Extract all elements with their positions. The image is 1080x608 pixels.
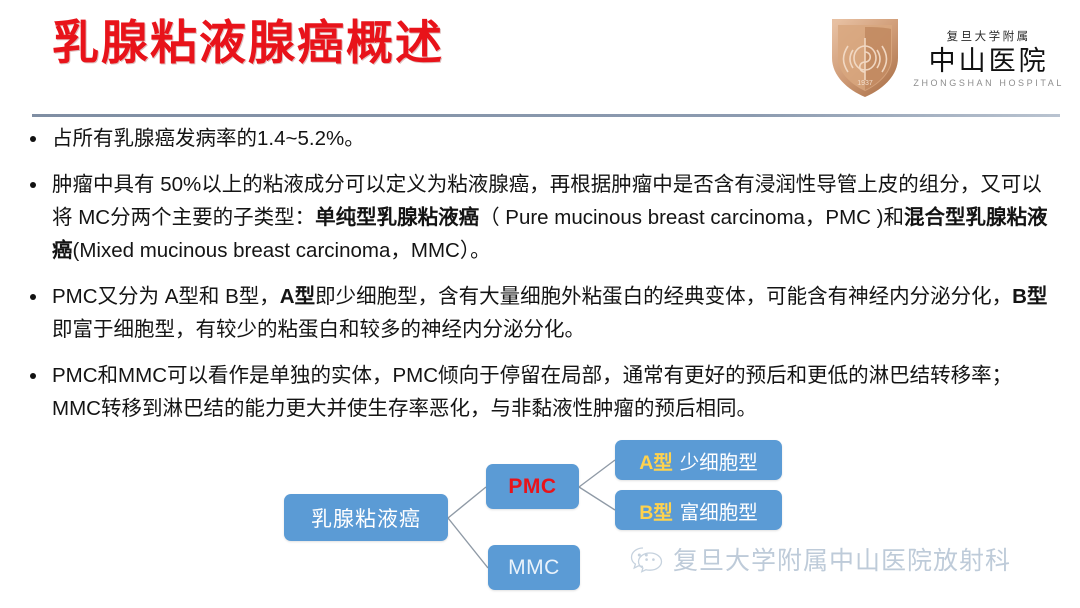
header-divider — [32, 114, 1060, 117]
logo-wordmark: 复旦大学附属 中山医院 ZHONGSHAN HOSPITAL — [913, 26, 1064, 89]
diagram-connectors — [447, 459, 616, 569]
shield-year-label: 1937 — [858, 80, 874, 87]
text-run-0: PMC和MMC可以看作是单独的实体，PMC倾向于停留在局部，通常有更好的预后和更… — [52, 364, 1013, 420]
text-run-2: （ Pure mucinous breast carcinoma，PMC )和 — [479, 206, 905, 229]
text-run-0: 肿瘤中具有 50%以上的粘液成分可以定义为粘液腺癌，再根据肿瘤中是否含有浸润性导… — [52, 173, 1042, 229]
shield-emblem-icon: 1937 — [828, 14, 902, 100]
diagram-node-root[interactable]: 乳腺粘液癌 — [284, 494, 448, 541]
diagram-node-mmc-label: MMC — [508, 555, 560, 579]
diagram-node-type-b[interactable]: B型 富细胞型 — [615, 490, 782, 530]
bullet-list: 占所有乳腺癌发病率的1.4~5.2%。 肿瘤中具有 50%以上的粘液成分可以定义… — [24, 122, 1059, 438]
diagram-node-type-b-label: 富细胞型 — [679, 501, 758, 524]
bullet-incidence: 占所有乳腺癌发病率的1.4~5.2%。 — [24, 122, 1059, 155]
bullet-definition: 肿瘤中具有 50%以上的粘液成分可以定义为粘液腺癌，再根据肿瘤中是否含有浸润性导… — [24, 168, 1059, 267]
logo-name-en: ZHONGSHAN HOSPITAL — [913, 78, 1064, 89]
diagram-node-type-a-label: 少细胞型 — [679, 451, 758, 474]
page-title: 乳腺粘液腺癌概述 — [52, 16, 444, 69]
hospital-logo: 1937 复旦大学附属 中山医院 ZHONGSHAN HOSPITAL — [828, 14, 1064, 100]
text-run-0: PMC又分为 A型和 B型， — [52, 285, 280, 308]
wechat-icon — [630, 545, 664, 573]
diagram-node-type-b-tag: B型 — [639, 501, 673, 524]
diagram-node-mmc[interactable]: MMC — [488, 545, 580, 590]
text-run-4: (Mixed mucinous breast carcinoma，MMC）。 — [72, 239, 491, 262]
text-run-4: 即富于细胞型，有较少的粘蛋白和较多的神经内分泌分化。 — [52, 318, 585, 341]
wechat-watermark: 复旦大学附属中山医院放射科 — [630, 541, 1011, 577]
diagram-node-type-a[interactable]: A型 少细胞型 — [615, 440, 782, 480]
classification-diagram: 乳腺粘液癌 PMC MMC A型 少细胞型 B型 富细胞型 — [280, 432, 810, 604]
diagram-node-pmc[interactable]: PMC — [486, 464, 579, 509]
text-run-1: A型 — [279, 285, 316, 308]
logo-name: 中山医院 — [928, 46, 1049, 77]
text-run-0: 占所有乳腺癌发病率的1.4~5.2%。 — [52, 127, 365, 150]
text-run-2: 即少细胞型，含有大量细胞外粘蛋白的经典变体，可能含有神经内分泌分化， — [315, 285, 1013, 308]
diagram-node-type-a-tag: A型 — [639, 451, 673, 474]
bullet-subtypes: PMC又分为 A型和 B型，A型即少细胞型，含有大量细胞外粘蛋白的经典变体，可能… — [24, 280, 1059, 346]
text-run-3: 混合型乳腺粘液癌 — [52, 206, 1048, 262]
text-run-1: 单纯型乳腺粘液癌 — [315, 206, 480, 229]
wechat-watermark-label: 复旦大学附属中山医院放射科 — [673, 547, 1012, 575]
diagram-node-pmc-label: PMC — [508, 474, 557, 498]
bullet-prognosis: PMC和MMC可以看作是单独的实体，PMC倾向于停留在局部，通常有更好的预后和更… — [24, 359, 1059, 425]
logo-affiliation: 复旦大学附属 — [946, 30, 1031, 43]
diagram-node-root-label: 乳腺粘液癌 — [311, 507, 421, 531]
text-run-3: B型 — [1012, 285, 1048, 308]
